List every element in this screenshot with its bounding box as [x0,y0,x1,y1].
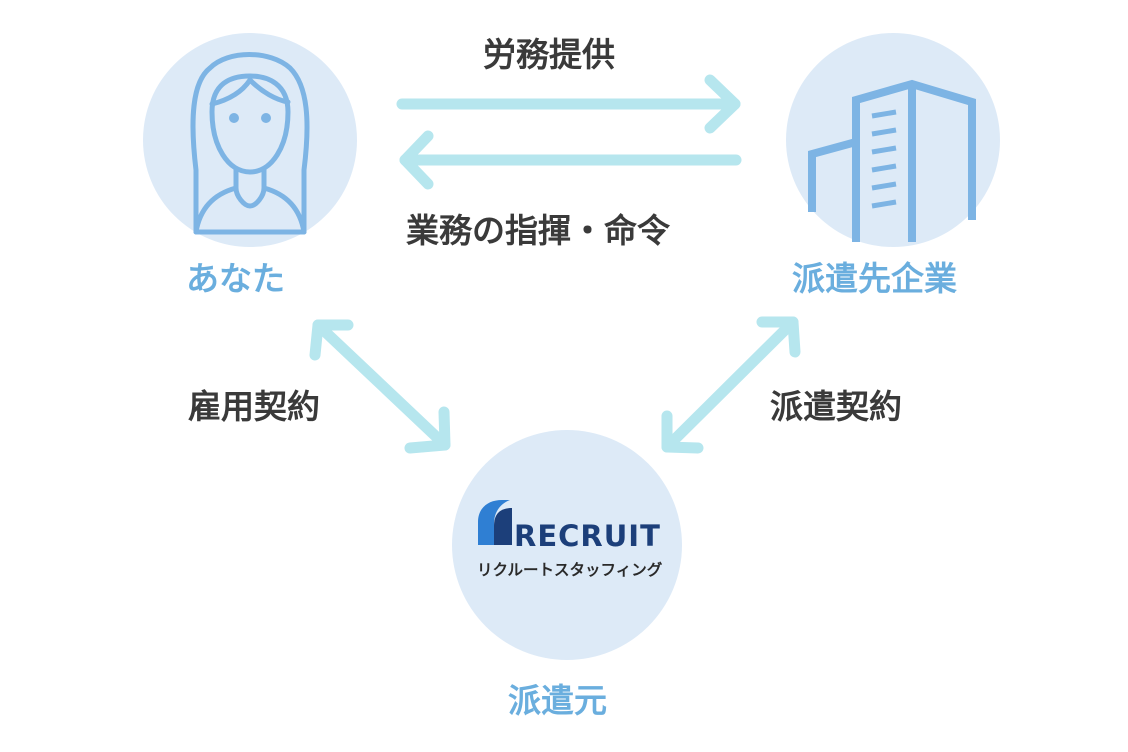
woman-avatar-icon [190,52,310,235]
labor-provision-label: 労務提供 [483,35,615,74]
employment-contract-label: 雇用契約 [188,387,320,426]
client-company-circle [786,33,1000,247]
labor-provision-arrow [396,74,741,134]
work-direction-arrow [399,130,742,190]
you-circle [143,33,357,247]
you-label: あなた [186,259,285,298]
employment-contract-arrow [309,319,451,454]
dispatch-contract-arrow [661,316,801,454]
woman-eyes [229,113,271,123]
recruit-logo-subtext: リクルートスタッフィング [477,561,663,579]
agency-circle [452,430,682,660]
building-icon [808,79,976,242]
recruit-logo-mark [478,500,512,545]
dispatch-contract-label: 派遣契約 [770,387,902,426]
client-company-label: 派遣先企業 [792,259,957,298]
recruit-logo-text: RECRUIT [514,519,661,553]
work-direction-label: 業務の指揮・命令 [406,211,670,250]
agency-label: 派遣元 [508,681,607,720]
